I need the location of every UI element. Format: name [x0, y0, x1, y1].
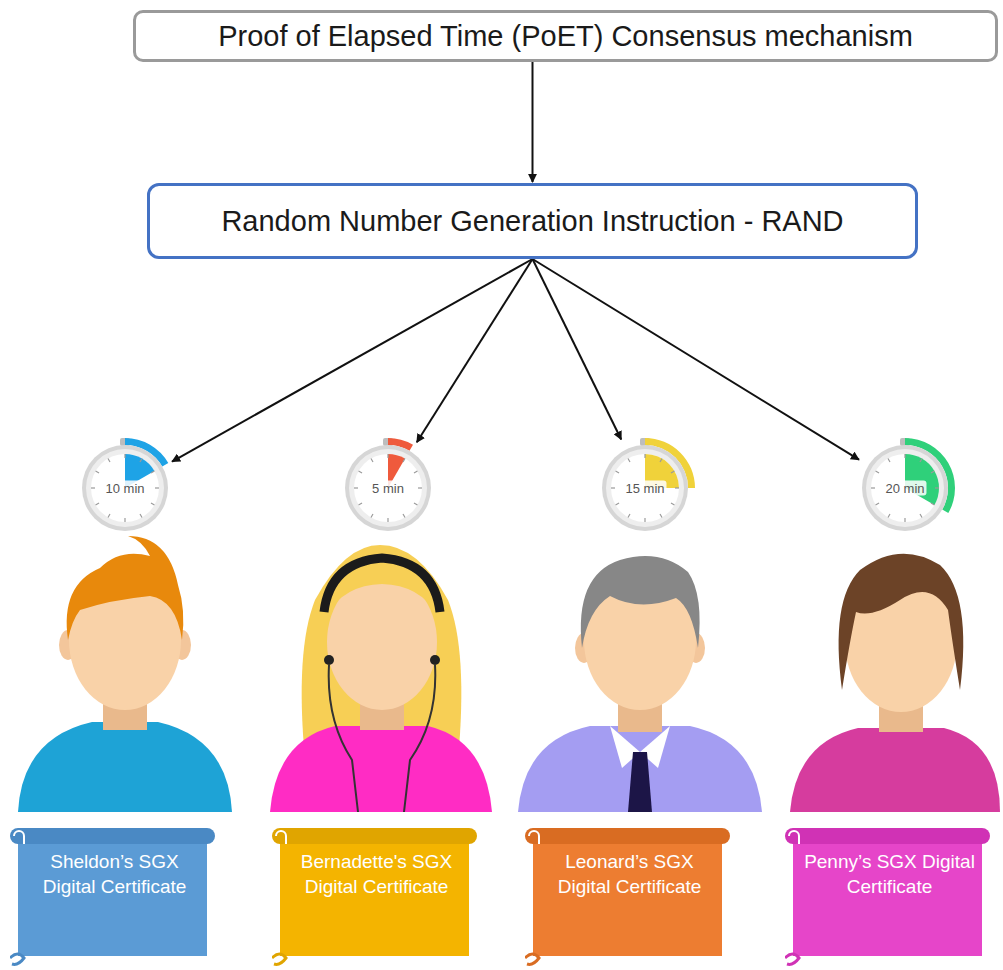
timer-label: 5 min [370, 481, 406, 496]
timer-icon: 5 min [336, 436, 440, 540]
certificate-scroll: Penny’s SGX Digital Certificate [785, 828, 990, 966]
box-label: Proof of Elapsed Time (PoET) Consensus m… [218, 20, 913, 53]
instruction-box: Random Number Generation Instruction - R… [147, 183, 918, 259]
timer-label: 15 min [623, 481, 666, 496]
scroll-shape [10, 828, 215, 966]
timer-label: 20 min [883, 481, 926, 496]
timer-icon: 10 min [73, 436, 177, 540]
certificate-scroll: Sheldon’s SGX Digital Certificate [10, 828, 215, 966]
scroll-shape [525, 828, 730, 966]
arrow-connector [417, 259, 533, 442]
consensus-box: Proof of Elapsed Time (PoET) Consensus m… [133, 10, 998, 62]
certificate-scroll: Bernadette's SGX Digital Certificate [272, 828, 477, 966]
certificate-label: Leonard’s SGX Digital Certificate [541, 850, 718, 899]
certificate-label: Bernadette's SGX Digital Certificate [288, 850, 465, 899]
bernadette-figure [270, 545, 492, 812]
leonard-figure [518, 556, 762, 812]
scroll-shape [785, 828, 990, 966]
timer-icon: 15 min [593, 436, 697, 540]
arrow-connector [533, 259, 859, 460]
certificate-label: Penny’s SGX Digital Certificate [801, 850, 978, 899]
sheldon-figure [18, 536, 232, 812]
timer-icon: 20 min [853, 436, 957, 540]
arrow-connector [172, 259, 532, 462]
box-label: Random Number Generation Instruction - R… [221, 205, 843, 238]
penny-figure [790, 554, 1000, 812]
certificate-scroll: Leonard’s SGX Digital Certificate [525, 828, 730, 966]
scroll-shape [272, 828, 477, 966]
timer-label: 10 min [103, 481, 146, 496]
arrow-connector [532, 62, 534, 182]
certificate-label: Sheldon’s SGX Digital Certificate [26, 850, 203, 899]
